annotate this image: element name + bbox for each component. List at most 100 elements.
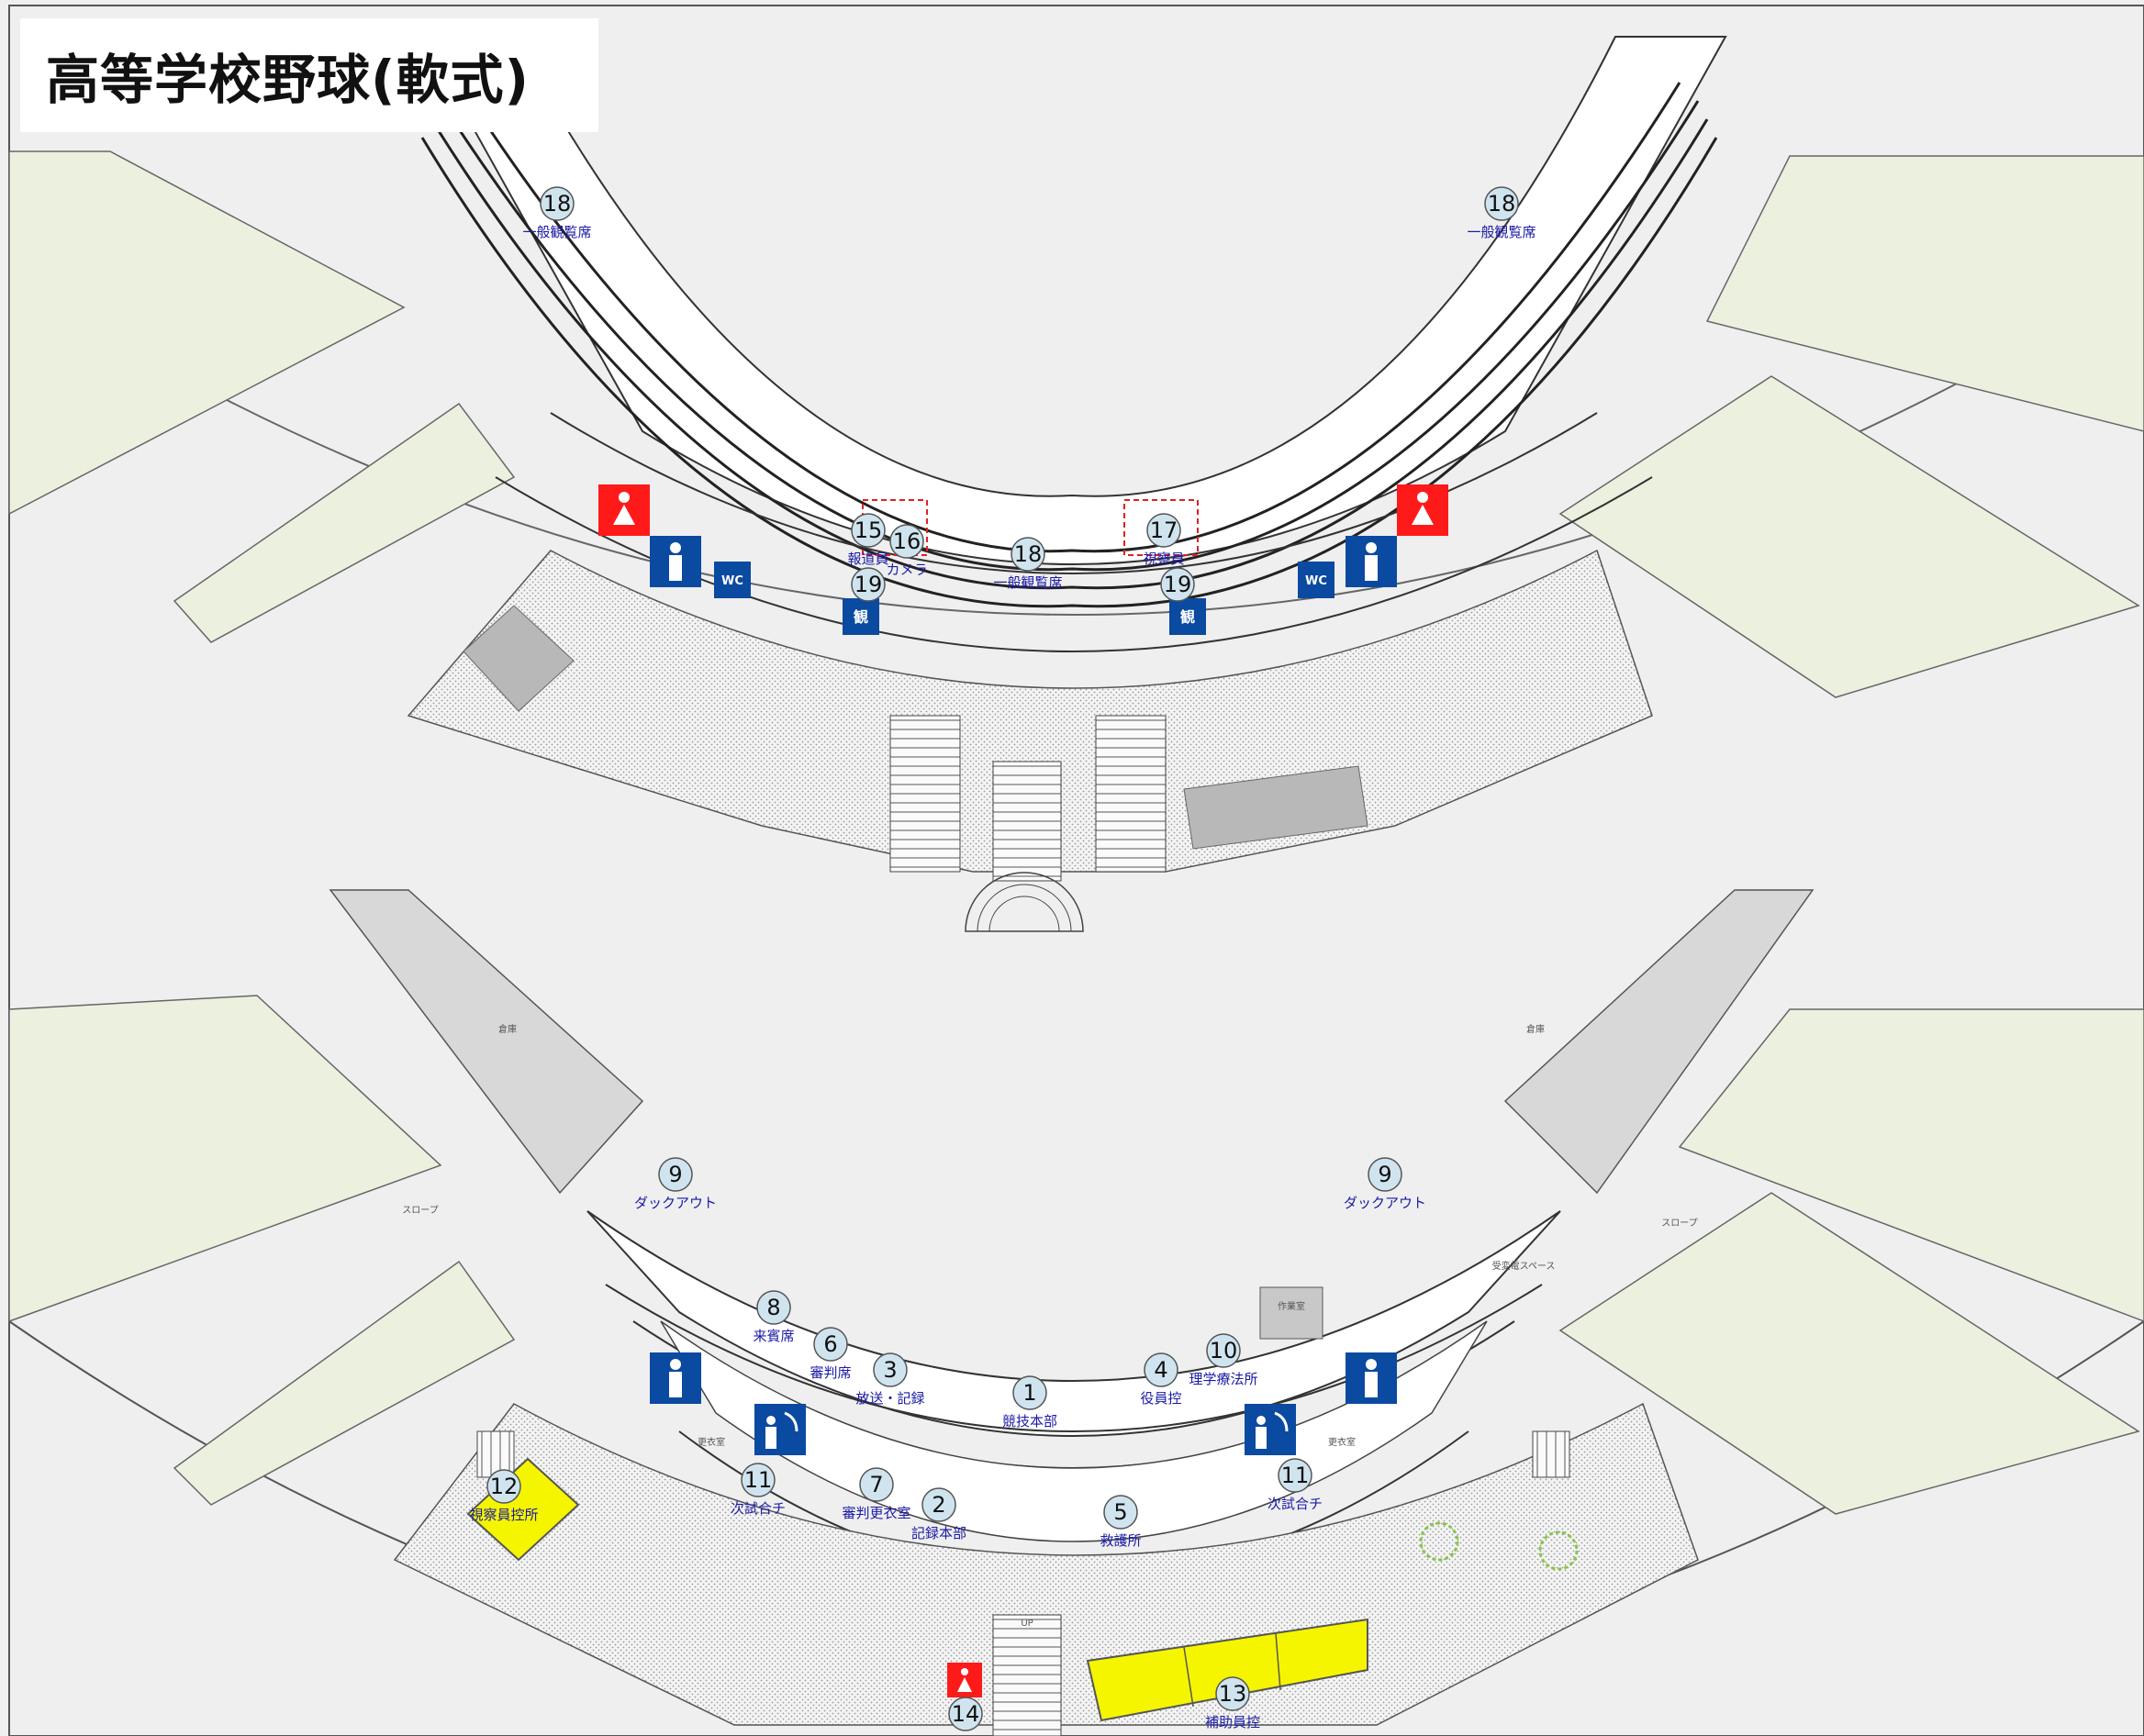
- marker-circle: [851, 567, 886, 602]
- location-marker-17: 17 視察員: [1143, 513, 1185, 567]
- marker-circle: [741, 1463, 776, 1497]
- room-text-locker-right: 更衣室: [1328, 1436, 1356, 1448]
- marker-number: 8: [766, 1295, 780, 1320]
- location-marker-19: 19: [1160, 567, 1195, 602]
- marker-label: 理学療法所: [1189, 1371, 1257, 1387]
- lower-right-green-area-2: [1558, 1192, 2140, 1515]
- room-text-substation: 受変電スペース: [1492, 1260, 1556, 1272]
- marker-number: 5: [1113, 1499, 1127, 1525]
- wc-text: WC: [1305, 574, 1327, 588]
- room-text-storage-left: 倉庫: [498, 1023, 517, 1035]
- marker-label: 役員控: [1140, 1390, 1181, 1407]
- marker-number: 17: [1150, 517, 1178, 543]
- lower-stair: [992, 1614, 1062, 1736]
- accessible-seat-text: 観: [1180, 608, 1195, 626]
- marker-number: 16: [893, 529, 921, 554]
- accessible-wc-upper-left: WC: [714, 562, 751, 598]
- man-icon: [1366, 542, 1377, 553]
- storage-left: [329, 889, 644, 1195]
- map-frame: [8, 5, 2144, 1736]
- upper-stair-right: [1095, 715, 1167, 873]
- seating-row-2: [439, 100, 1700, 572]
- man-icon: [670, 1359, 681, 1370]
- upper-right-green-area-2: [1558, 375, 2140, 698]
- seating-row-4: [420, 137, 1718, 608]
- women-toilet-lower: [947, 1663, 982, 1697]
- marker-circle: [1215, 1676, 1250, 1711]
- upper-left-green-area: [8, 150, 406, 516]
- marker-label: 一般観覧席: [1467, 224, 1535, 240]
- room-text-up: UP: [1021, 1619, 1033, 1629]
- marker-number: 11: [1281, 1463, 1310, 1488]
- entry-semicircle-3: [988, 896, 1060, 932]
- marker-number: 19: [1164, 572, 1192, 597]
- marker-label: 救護所: [1100, 1532, 1141, 1549]
- marker-circle: [1206, 1333, 1241, 1368]
- marker-circle: [1012, 1375, 1047, 1410]
- upper-stair-left: [889, 715, 961, 873]
- shower-icon: [766, 1416, 776, 1425]
- room-text-locker-left: 更衣室: [698, 1436, 725, 1448]
- men-toilet-lower-left: [650, 1352, 701, 1404]
- wc-text: WC: [721, 574, 743, 588]
- marker-number: 18: [543, 191, 572, 217]
- seating-row-1: [457, 82, 1681, 553]
- marker-circle: [1011, 537, 1045, 572]
- map-title-box: 高等学校野球(軟式): [20, 18, 598, 132]
- marker-circle: [1484, 186, 1519, 221]
- marker-label: 補助員控: [1205, 1714, 1260, 1730]
- marker-label: 来賓席: [753, 1328, 794, 1344]
- marker-number: 1: [1022, 1380, 1036, 1406]
- marker-circle: [1103, 1495, 1138, 1530]
- marker-circle: [540, 186, 575, 221]
- marker-number: 18: [1488, 191, 1516, 217]
- tree-icon: [1538, 1530, 1579, 1571]
- work-room: [1259, 1286, 1323, 1340]
- marker-number: 2: [932, 1492, 945, 1518]
- woman-icon: [961, 1668, 968, 1675]
- location-marker-19: 19: [851, 567, 886, 602]
- marker-number: 9: [1378, 1162, 1391, 1187]
- marker-circle: [813, 1327, 848, 1362]
- marker-number: 3: [883, 1357, 897, 1383]
- inspector-reserved-area: [1123, 499, 1199, 556]
- marker-label: 次試合チ: [1267, 1496, 1323, 1512]
- marker-label: 一般観覧席: [993, 574, 1062, 591]
- lower-left-green-area: [8, 995, 442, 1323]
- assistant-area-divider: [1183, 1646, 1194, 1708]
- marker-label: 競技本部: [1002, 1413, 1057, 1430]
- accessible-seat-right: 観: [1169, 598, 1206, 635]
- location-marker-1: 1 競技本部: [1002, 1375, 1057, 1430]
- upper-left-green-area-2: [173, 402, 516, 643]
- marker-number: 19: [854, 572, 883, 597]
- assistant-area-divider-2: [1275, 1632, 1281, 1691]
- location-marker-8: 8 来賓席: [753, 1290, 795, 1344]
- marker-number: 12: [490, 1474, 519, 1499]
- marker-circle: [859, 1467, 894, 1502]
- marker-circle: [1160, 567, 1195, 602]
- marker-label: 視察員: [1143, 551, 1184, 567]
- assistant-waiting-area: [1086, 1618, 1368, 1722]
- room-text-work-room: 作業室: [1278, 1300, 1305, 1312]
- marker-label: 審判席: [810, 1364, 851, 1381]
- location-marker-13: 13 補助員控: [1205, 1676, 1260, 1730]
- marker-circle: [1144, 1352, 1178, 1387]
- marker-label: 審判更衣室: [842, 1505, 910, 1521]
- marker-circle: [948, 1697, 983, 1731]
- marker-number: 10: [1210, 1338, 1238, 1363]
- upper-stair-center: [992, 761, 1062, 882]
- marker-number: 7: [869, 1472, 883, 1497]
- marker-circle: [1278, 1458, 1312, 1493]
- women-toilet-upper-left: [598, 484, 650, 536]
- marker-label: 視察員控所: [469, 1507, 538, 1523]
- marker-label: 放送・記録: [855, 1390, 924, 1407]
- marker-number: 13: [1219, 1681, 1247, 1707]
